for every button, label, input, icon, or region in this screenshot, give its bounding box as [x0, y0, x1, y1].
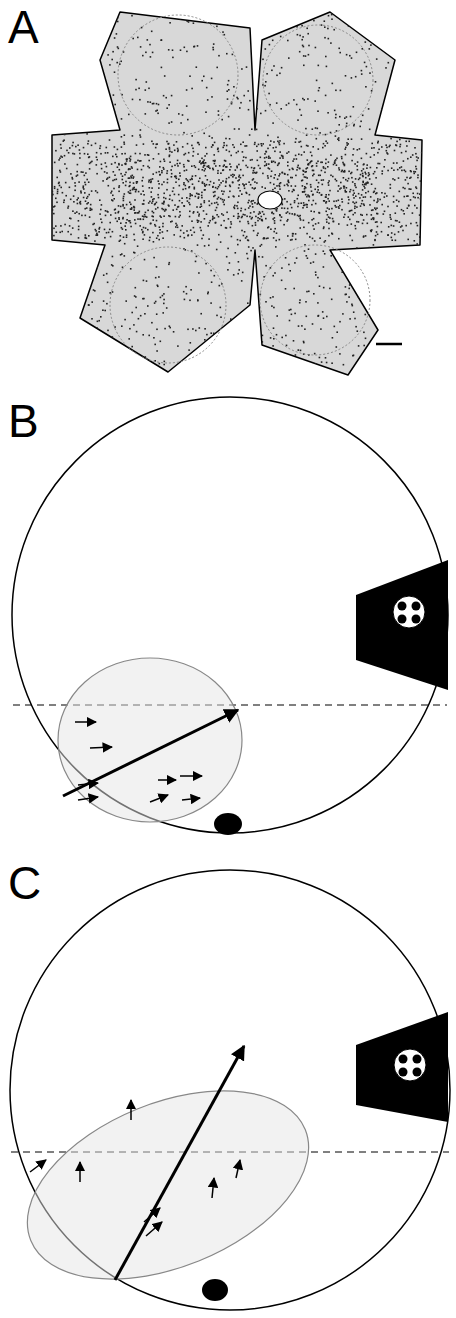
panel-letter: A: [8, 4, 39, 50]
eye-schematic-b: [12, 397, 448, 835]
retina-wholemount: [45, 5, 431, 381]
panel-letter: C: [8, 860, 41, 906]
panel-letter: B: [8, 398, 39, 444]
eye-schematic-c: [0, 870, 450, 1316]
